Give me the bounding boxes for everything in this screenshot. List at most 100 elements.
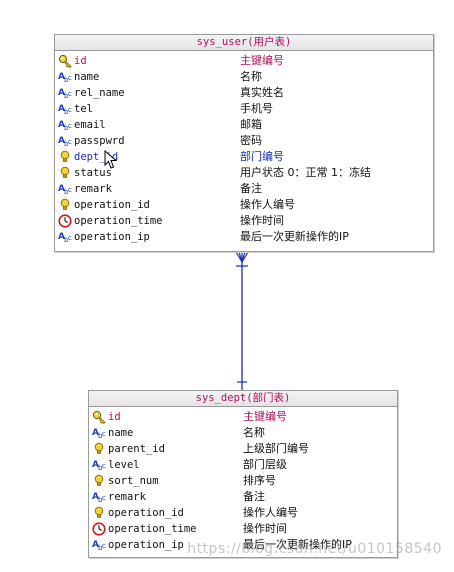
bulb-icon — [92, 474, 107, 488]
column-name: operation_id — [74, 199, 150, 211]
column-comment: 名称 — [240, 70, 262, 83]
column-name: rel_name — [74, 87, 125, 99]
svg-text:b: b — [98, 544, 103, 552]
svg-text:A: A — [92, 428, 99, 438]
table-row[interactable]: id 主键编号 — [55, 53, 433, 69]
svg-text:b: b — [98, 432, 103, 440]
svg-text:c: c — [102, 462, 106, 470]
svg-text:c: c — [68, 122, 72, 130]
svg-text:A: A — [58, 184, 65, 194]
column-comment: 密码 — [240, 134, 262, 147]
column-comment: 备注 — [243, 490, 265, 503]
column-comment: 主键编号 — [240, 54, 284, 67]
svg-text:A: A — [92, 540, 99, 550]
svg-text:A: A — [92, 492, 99, 502]
column-name: operation_id — [108, 507, 184, 519]
svg-text:A: A — [58, 104, 65, 114]
svg-text:b: b — [64, 76, 69, 84]
column-comment: 操作时间 — [240, 214, 284, 227]
column-name: tel — [74, 103, 93, 115]
column-name: status — [74, 167, 112, 179]
column-name: passpwrd — [74, 135, 125, 147]
column-comment: 部门编号 — [240, 150, 284, 163]
column-comment: 真实姓名 — [240, 86, 284, 99]
column-comment: 最后一次更新操作的IP — [243, 538, 352, 551]
svg-text:b: b — [64, 124, 69, 132]
svg-text:A: A — [58, 120, 65, 130]
svg-text:A: A — [58, 88, 65, 98]
key-icon — [92, 410, 107, 424]
column-comment: 名称 — [243, 426, 265, 439]
svg-text:c: c — [68, 234, 72, 242]
svg-text:b: b — [64, 92, 69, 100]
bulb-icon — [58, 198, 73, 212]
bulb-icon — [92, 442, 107, 456]
table-row[interactable]: operation_time 操作时间 — [89, 521, 397, 537]
column-comment: 操作人编号 — [240, 198, 295, 211]
column-name: name — [108, 427, 134, 439]
clock-icon — [92, 522, 107, 536]
table-row[interactable]: operation_id 操作人编号 — [89, 505, 397, 521]
column-comment: 操作人编号 — [243, 506, 298, 519]
column-name: operation_ip — [74, 231, 150, 243]
svg-text:A: A — [92, 460, 99, 470]
svg-text:b: b — [98, 464, 103, 472]
column-comment: 主键编号 — [243, 410, 287, 423]
column-comment: 排序号 — [243, 474, 276, 487]
column-comment: 最后一次更新操作的IP — [240, 230, 349, 243]
svg-text:b: b — [64, 140, 69, 148]
key-icon — [58, 54, 73, 68]
svg-text:b: b — [64, 236, 69, 244]
column-comment: 用户状态 0：正常 1：冻结 — [240, 166, 371, 179]
column-comment: 操作时间 — [243, 522, 287, 535]
svg-text:c: c — [68, 138, 72, 146]
column-name: level — [108, 459, 140, 471]
bulb-icon — [92, 506, 107, 520]
column-comment: 上级部门编号 — [243, 442, 309, 455]
column-name: remark — [74, 183, 112, 195]
svg-text:c: c — [102, 494, 106, 502]
table-row[interactable]: status 用户状态 0：正常 1：冻结 — [55, 165, 433, 181]
svg-text:c: c — [102, 430, 106, 438]
svg-text:A: A — [58, 72, 65, 82]
svg-text:c: c — [68, 74, 72, 82]
column-name: id — [74, 55, 87, 67]
column-name: name — [74, 71, 100, 83]
column-name: operation_time — [108, 523, 197, 535]
column-name: operation_ip — [108, 539, 184, 551]
table-row[interactable]: operation_id 操作人编号 — [55, 197, 433, 213]
svg-text:A: A — [58, 232, 65, 242]
svg-text:c: c — [68, 106, 72, 114]
column-comment: 邮箱 — [240, 118, 262, 131]
column-comment: 部门层级 — [243, 458, 287, 471]
